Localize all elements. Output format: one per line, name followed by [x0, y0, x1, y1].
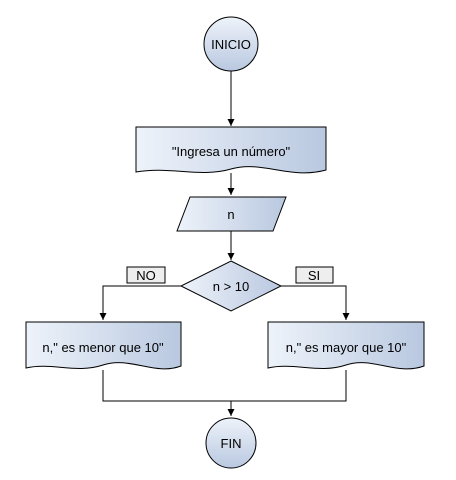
edge-no-to-merge	[102, 370, 231, 402]
svg-text:SI: SI	[308, 268, 320, 283]
output-yes-node: n," es mayor que 10"	[267, 321, 425, 370]
output-no-label: n," es menor que 10"	[42, 340, 164, 355]
output-yes-label: n," es mayor que 10"	[286, 340, 407, 355]
end-label: FIN	[221, 436, 242, 451]
decision-node: n > 10	[179, 260, 283, 312]
edge-decision-yes	[281, 285, 350, 320]
edge-decision-no	[99, 285, 181, 320]
connectors	[99, 71, 350, 416]
decision-label: n > 10	[213, 279, 250, 294]
start-label: INICIO	[211, 37, 251, 52]
end-node: FIN	[205, 417, 257, 469]
branch-label-yes: SI	[295, 266, 334, 284]
output-no-node: n," es menor que 10"	[25, 321, 182, 370]
start-node: INICIO	[203, 16, 259, 72]
prompt-node: "Ingresa un número"	[135, 126, 327, 174]
prompt-label: "Ingresa un número"	[172, 144, 291, 159]
edge-yes-to-merge	[231, 370, 347, 402]
branch-label-no: NO	[126, 266, 166, 284]
input-label: n	[227, 207, 234, 222]
svg-text:NO: NO	[136, 268, 156, 283]
input-node: n	[176, 196, 287, 232]
